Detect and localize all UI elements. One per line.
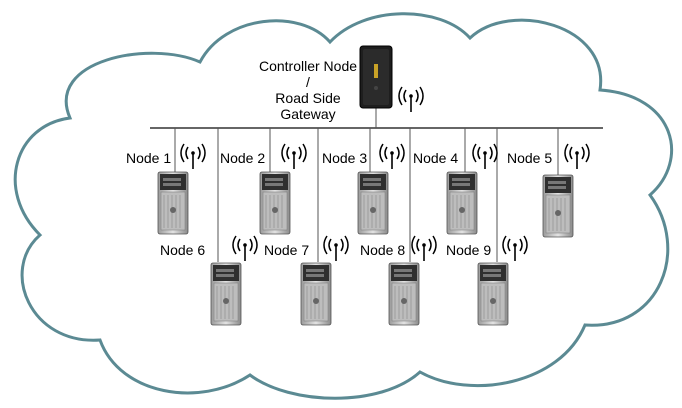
node-2-label: Node 2 (220, 150, 265, 166)
node-1-server-icon (157, 171, 189, 235)
node-8-label: Node 8 (360, 242, 405, 258)
node-3-server-icon (357, 171, 389, 235)
node-3-label: Node 3 (322, 150, 367, 166)
node-5-server-icon (542, 174, 574, 238)
node-8-server-icon (388, 262, 420, 326)
node-9-server-icon (477, 262, 509, 326)
node-5-label: Node 5 (507, 150, 552, 166)
node-4-server-icon (446, 171, 478, 235)
node-2-server-icon (259, 171, 291, 235)
node-9-label: Node 9 (446, 242, 491, 258)
node-1-label: Node 1 (126, 150, 171, 166)
controller-label-2: / (306, 74, 310, 90)
node-4-label: Node 4 (413, 150, 458, 166)
controller-label-3: Road Side (275, 90, 341, 106)
node-7-label: Node 7 (264, 242, 309, 258)
controller-server-icon (359, 45, 393, 109)
controller-label-4: Gateway (280, 106, 335, 122)
controller-label-1: Controller Node (259, 58, 357, 74)
node-6-server-icon (210, 262, 242, 326)
node-6-label: Node 6 (160, 242, 205, 258)
node-7-server-icon (300, 262, 332, 326)
